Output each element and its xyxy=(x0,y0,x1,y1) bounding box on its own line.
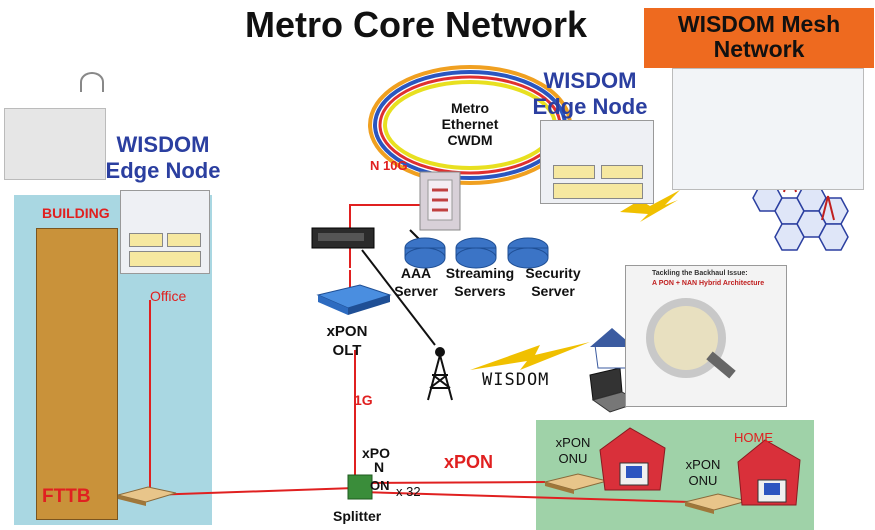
olt-label: xPON OLT xyxy=(322,322,372,360)
link-1g-label: 1G xyxy=(354,392,373,408)
rack-switch xyxy=(311,227,375,249)
office-label: Office xyxy=(150,288,187,304)
splitter-xpon-line2: N xyxy=(374,459,385,475)
server-security-line1: Security xyxy=(525,265,581,281)
server-aaa-line1: AAA xyxy=(400,265,432,281)
server-streaming-label: Streaming Servers xyxy=(440,264,520,300)
fttb-label: FTTB xyxy=(42,486,91,507)
magnifier-icon xyxy=(646,298,726,378)
splitter-ratio-label: x 32 xyxy=(396,484,421,499)
metro-switch xyxy=(419,171,461,231)
edge-node-top-line1: WISDOM xyxy=(543,68,637,93)
edge-node-top-label: WISDOM Edge Node xyxy=(530,68,650,120)
home-label: HOME xyxy=(734,430,773,445)
server-routers xyxy=(404,237,549,269)
house-icon xyxy=(590,328,634,369)
page-title: Metro Core Network xyxy=(245,4,588,45)
onu-1-label: xPON ONU xyxy=(548,435,598,467)
mesh-title-line2: Network xyxy=(713,36,805,62)
splitter-device xyxy=(347,474,373,500)
ring-line1: Metro xyxy=(450,100,490,116)
onu-2-line1: xPON xyxy=(685,457,721,472)
olt-line1: xPON xyxy=(326,323,368,340)
splitter-xpon-line1: xPO xyxy=(362,445,391,461)
server-security-label: Security Server xyxy=(520,264,586,300)
fttb-onu xyxy=(116,486,177,506)
mesh-network-figure xyxy=(672,68,864,190)
wireless-link-laptop xyxy=(470,342,590,370)
office-scene xyxy=(4,108,106,180)
edge-node-diagram-left xyxy=(120,190,210,274)
olt-device xyxy=(316,284,392,315)
server-aaa-line2: Server xyxy=(394,283,438,299)
mesh-title: WISDOM Mesh Network xyxy=(644,12,874,62)
olt-line2: OLT xyxy=(332,342,362,359)
office-wifi-icon xyxy=(80,72,104,92)
onu-1-device xyxy=(543,473,608,494)
metro-ethernet-ring xyxy=(368,65,572,185)
building-label: BUILDING xyxy=(42,205,110,221)
building-icon xyxy=(36,228,118,520)
splitter-label: Splitter xyxy=(333,508,382,524)
edge-node-left-line1: WISDOM xyxy=(116,132,210,157)
backhaul-link xyxy=(361,249,436,346)
wisdom-link-label: WISDOM xyxy=(482,370,550,390)
onu-1-line1: xPON xyxy=(555,435,591,450)
edge-node-left-line2: Edge Node xyxy=(105,158,221,183)
onu-2-label: xPON ONU xyxy=(678,457,728,489)
home-1-icon xyxy=(599,427,666,491)
onu-1-line2: ONU xyxy=(558,451,588,466)
ring-line2: Ethernet xyxy=(441,116,499,132)
edge-node-left-label: WISDOM Edge Node xyxy=(98,132,228,184)
mesh-network-header xyxy=(644,8,874,68)
splitter-xpon-label: xPO N xyxy=(362,446,390,474)
server-streaming-line1: Streaming xyxy=(445,265,515,281)
ring-line3: CWDM xyxy=(447,132,493,148)
xpon-label: xPON xyxy=(444,452,494,472)
mesh-title-line1: WISDOM Mesh xyxy=(677,11,841,37)
backhaul-title-line1: Tackling the Backhaul Issue: xyxy=(652,270,748,277)
onu-2-device xyxy=(683,493,748,514)
link-10g-label: N 10G xyxy=(370,158,408,173)
server-streaming-line2: Servers xyxy=(454,283,506,299)
edge-node-diagram-top xyxy=(540,120,654,204)
onu-2-line2: ONU xyxy=(688,473,718,488)
server-security-line2: Server xyxy=(531,283,575,299)
edge-node-top-line2: Edge Node xyxy=(532,94,648,119)
splitter-on-label: ON xyxy=(370,478,390,493)
antenna-tower xyxy=(427,347,453,401)
backhaul-title-line2: A PON + NAN Hybrid Architecture xyxy=(652,280,765,287)
ring-label: Metro Ethernet CWDM xyxy=(420,100,520,148)
wireless-link-mesh xyxy=(620,190,680,222)
server-aaa-label: AAA Server xyxy=(394,264,438,300)
backhaul-figure: Tackling the Backhaul Issue: A PON + NAN… xyxy=(625,265,787,407)
home-2-icon xyxy=(737,439,801,506)
